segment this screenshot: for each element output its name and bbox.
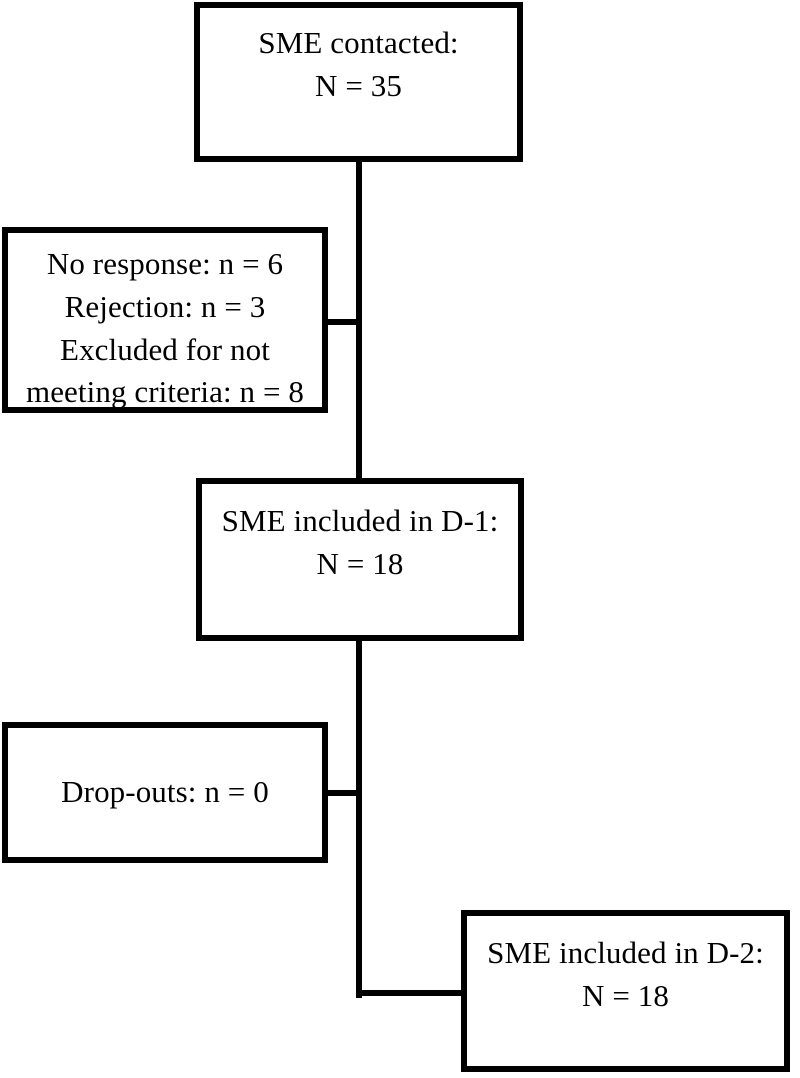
- node-dropouts-line-1: Drop-outs: n = 0: [61, 774, 269, 810]
- node-sme-included-d1: SME included in D-1: N = 18: [196, 478, 524, 641]
- node-dropouts: Drop-outs: n = 0: [2, 722, 328, 863]
- edge-to-exclusions: [322, 319, 362, 325]
- node-exclusions-line-2: Rejection: n = 3: [64, 288, 266, 324]
- edge-to-sme-d2: [356, 990, 467, 996]
- node-sme-included-d2: SME included in D-2: N = 18: [461, 910, 790, 1072]
- node-exclusions-line-3: Excluded for not: [60, 331, 270, 367]
- node-sme-contacted: SME contacted: N = 35: [194, 2, 523, 162]
- node-sme-contacted-line-1: SME contacted:: [258, 25, 459, 60]
- node-sme-d2-line-2: N = 18: [582, 977, 669, 1013]
- node-sme-d1-line-1: SME included in D-1:: [221, 503, 499, 538]
- node-exclusions-line-1: No response: n = 6: [46, 246, 284, 281]
- node-sme-d2-line-1: SME included in D-2:: [487, 935, 764, 970]
- node-sme-d1-line-2: N = 18: [316, 545, 404, 581]
- node-exclusions: No response: n = 6 Rejection: n = 3 Excl…: [2, 227, 328, 413]
- edge-to-dropouts: [322, 790, 362, 796]
- node-sme-contacted-line-2: N = 35: [315, 67, 402, 103]
- node-exclusions-line-4: meeting criteria: n = 8: [25, 374, 304, 410]
